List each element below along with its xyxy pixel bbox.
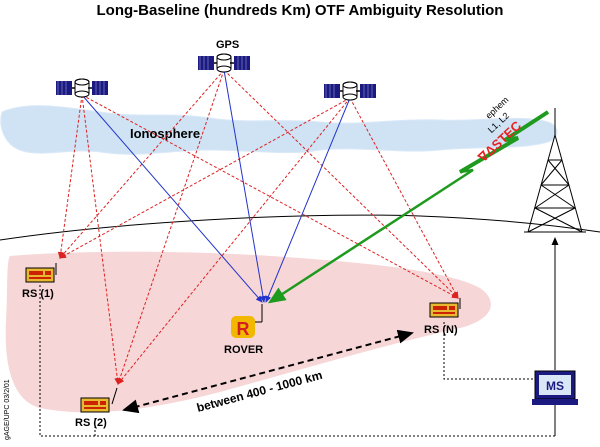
green-correction-link <box>267 110 550 304</box>
reference-station-2-icon <box>80 397 110 413</box>
rsn-label: RS (N) <box>424 324 458 336</box>
reference-station-n-icon <box>429 302 459 318</box>
ionosphere-layer <box>0 105 558 155</box>
rover-label: ROVER <box>224 344 263 356</box>
satellite-icon <box>55 78 109 98</box>
ionosphere-label: Ionosphere <box>130 126 200 141</box>
reference-station-1-icon <box>25 267 55 283</box>
rs1-label: RS (1) <box>22 288 54 300</box>
rs2-label: RS (2) <box>75 417 107 429</box>
gps-label: GPS <box>216 39 239 51</box>
credit-label: gAGE/UPC 03/2/01 <box>4 379 11 440</box>
transmission-tower-icon <box>524 108 586 233</box>
earth-horizon <box>0 214 600 241</box>
gps-satellite-icon <box>197 53 251 73</box>
satellite-icon <box>323 81 377 101</box>
station-data-lines <box>39 285 556 437</box>
blue-signal-paths <box>81 69 351 303</box>
master-station-computer-icon <box>532 370 578 405</box>
ms-label: MS <box>546 379 564 393</box>
diagram-title: Long-Baseline (hundreds Km) OTF Ambiguit… <box>97 2 504 19</box>
rover-badge-letter: R <box>237 319 250 339</box>
